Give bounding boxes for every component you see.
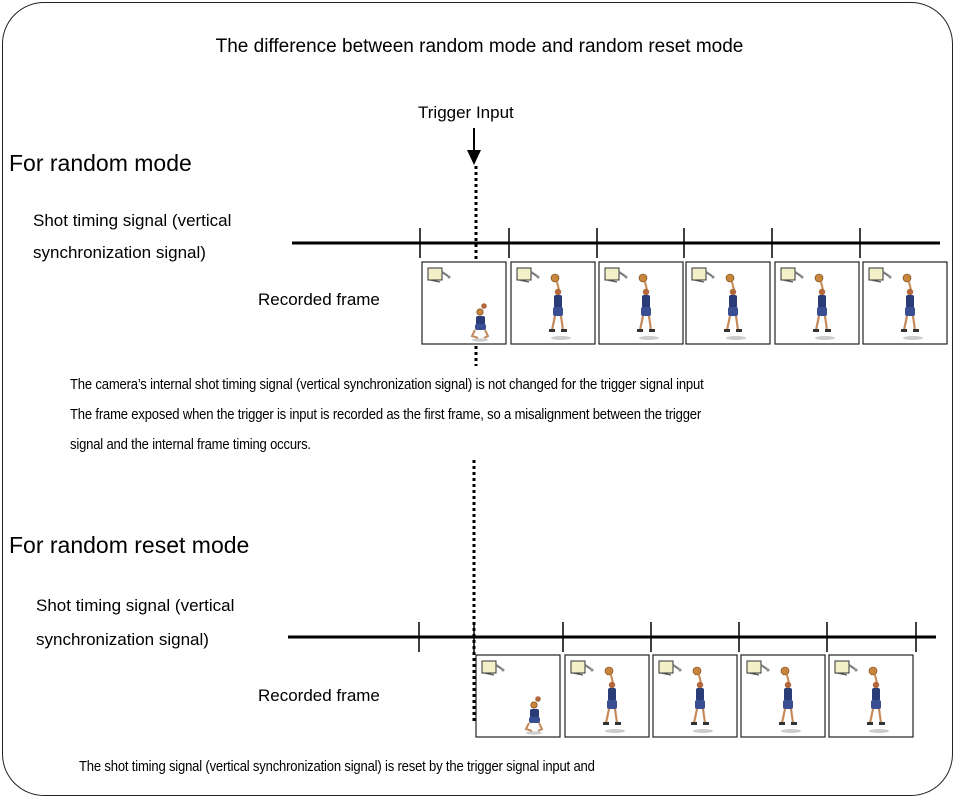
random-mode-recorded-label: Recorded frame [258, 290, 380, 309]
random-mode-heading: For random mode [9, 150, 192, 176]
random-frame-6 [863, 262, 947, 344]
random-mode-signal-label-1: Shot timing signal (vertical [33, 211, 232, 230]
random-reset-mode-signal-label-1: Shot timing signal (vertical [36, 596, 235, 615]
random-frame-2 [511, 262, 595, 344]
reset-frame-5 [829, 655, 913, 737]
random-frame-4 [686, 262, 770, 344]
random-mode-note-line-1: The camera’s internal shot timing signal… [70, 377, 704, 393]
random-reset-mode-signal-label-2: synchronization signal) [36, 630, 209, 649]
reset-frame-4 [741, 655, 825, 737]
reset-frame-1 [476, 655, 560, 737]
random-reset-mode-recorded-label: Recorded frame [258, 686, 380, 705]
random-reset-mode-frames [476, 655, 913, 737]
random-frame-3 [599, 262, 683, 344]
random-reset-mode-note-line-1: The shot timing signal (vertical synchro… [79, 759, 595, 775]
random-mode-signal-label-2: synchronization signal) [33, 243, 206, 262]
random-mode-frames [422, 262, 947, 344]
trigger-arrow-head [467, 150, 481, 165]
diagram-title: The difference between random mode and r… [215, 36, 744, 57]
random-mode-ticks [419, 228, 861, 258]
random-mode-note-line-3: signal and the internal frame timing occ… [70, 437, 311, 453]
random-frame-5 [775, 262, 859, 344]
random-mode-note-line-2: The frame exposed when the trigger is in… [70, 407, 702, 423]
random-frame-1 [422, 262, 506, 344]
random-reset-mode-ticks [418, 622, 917, 652]
reset-frame-3 [653, 655, 737, 737]
reset-frame-2 [565, 655, 649, 737]
random-reset-mode-heading: For random reset mode [9, 532, 250, 558]
trigger-input-label: Trigger Input [418, 103, 514, 122]
